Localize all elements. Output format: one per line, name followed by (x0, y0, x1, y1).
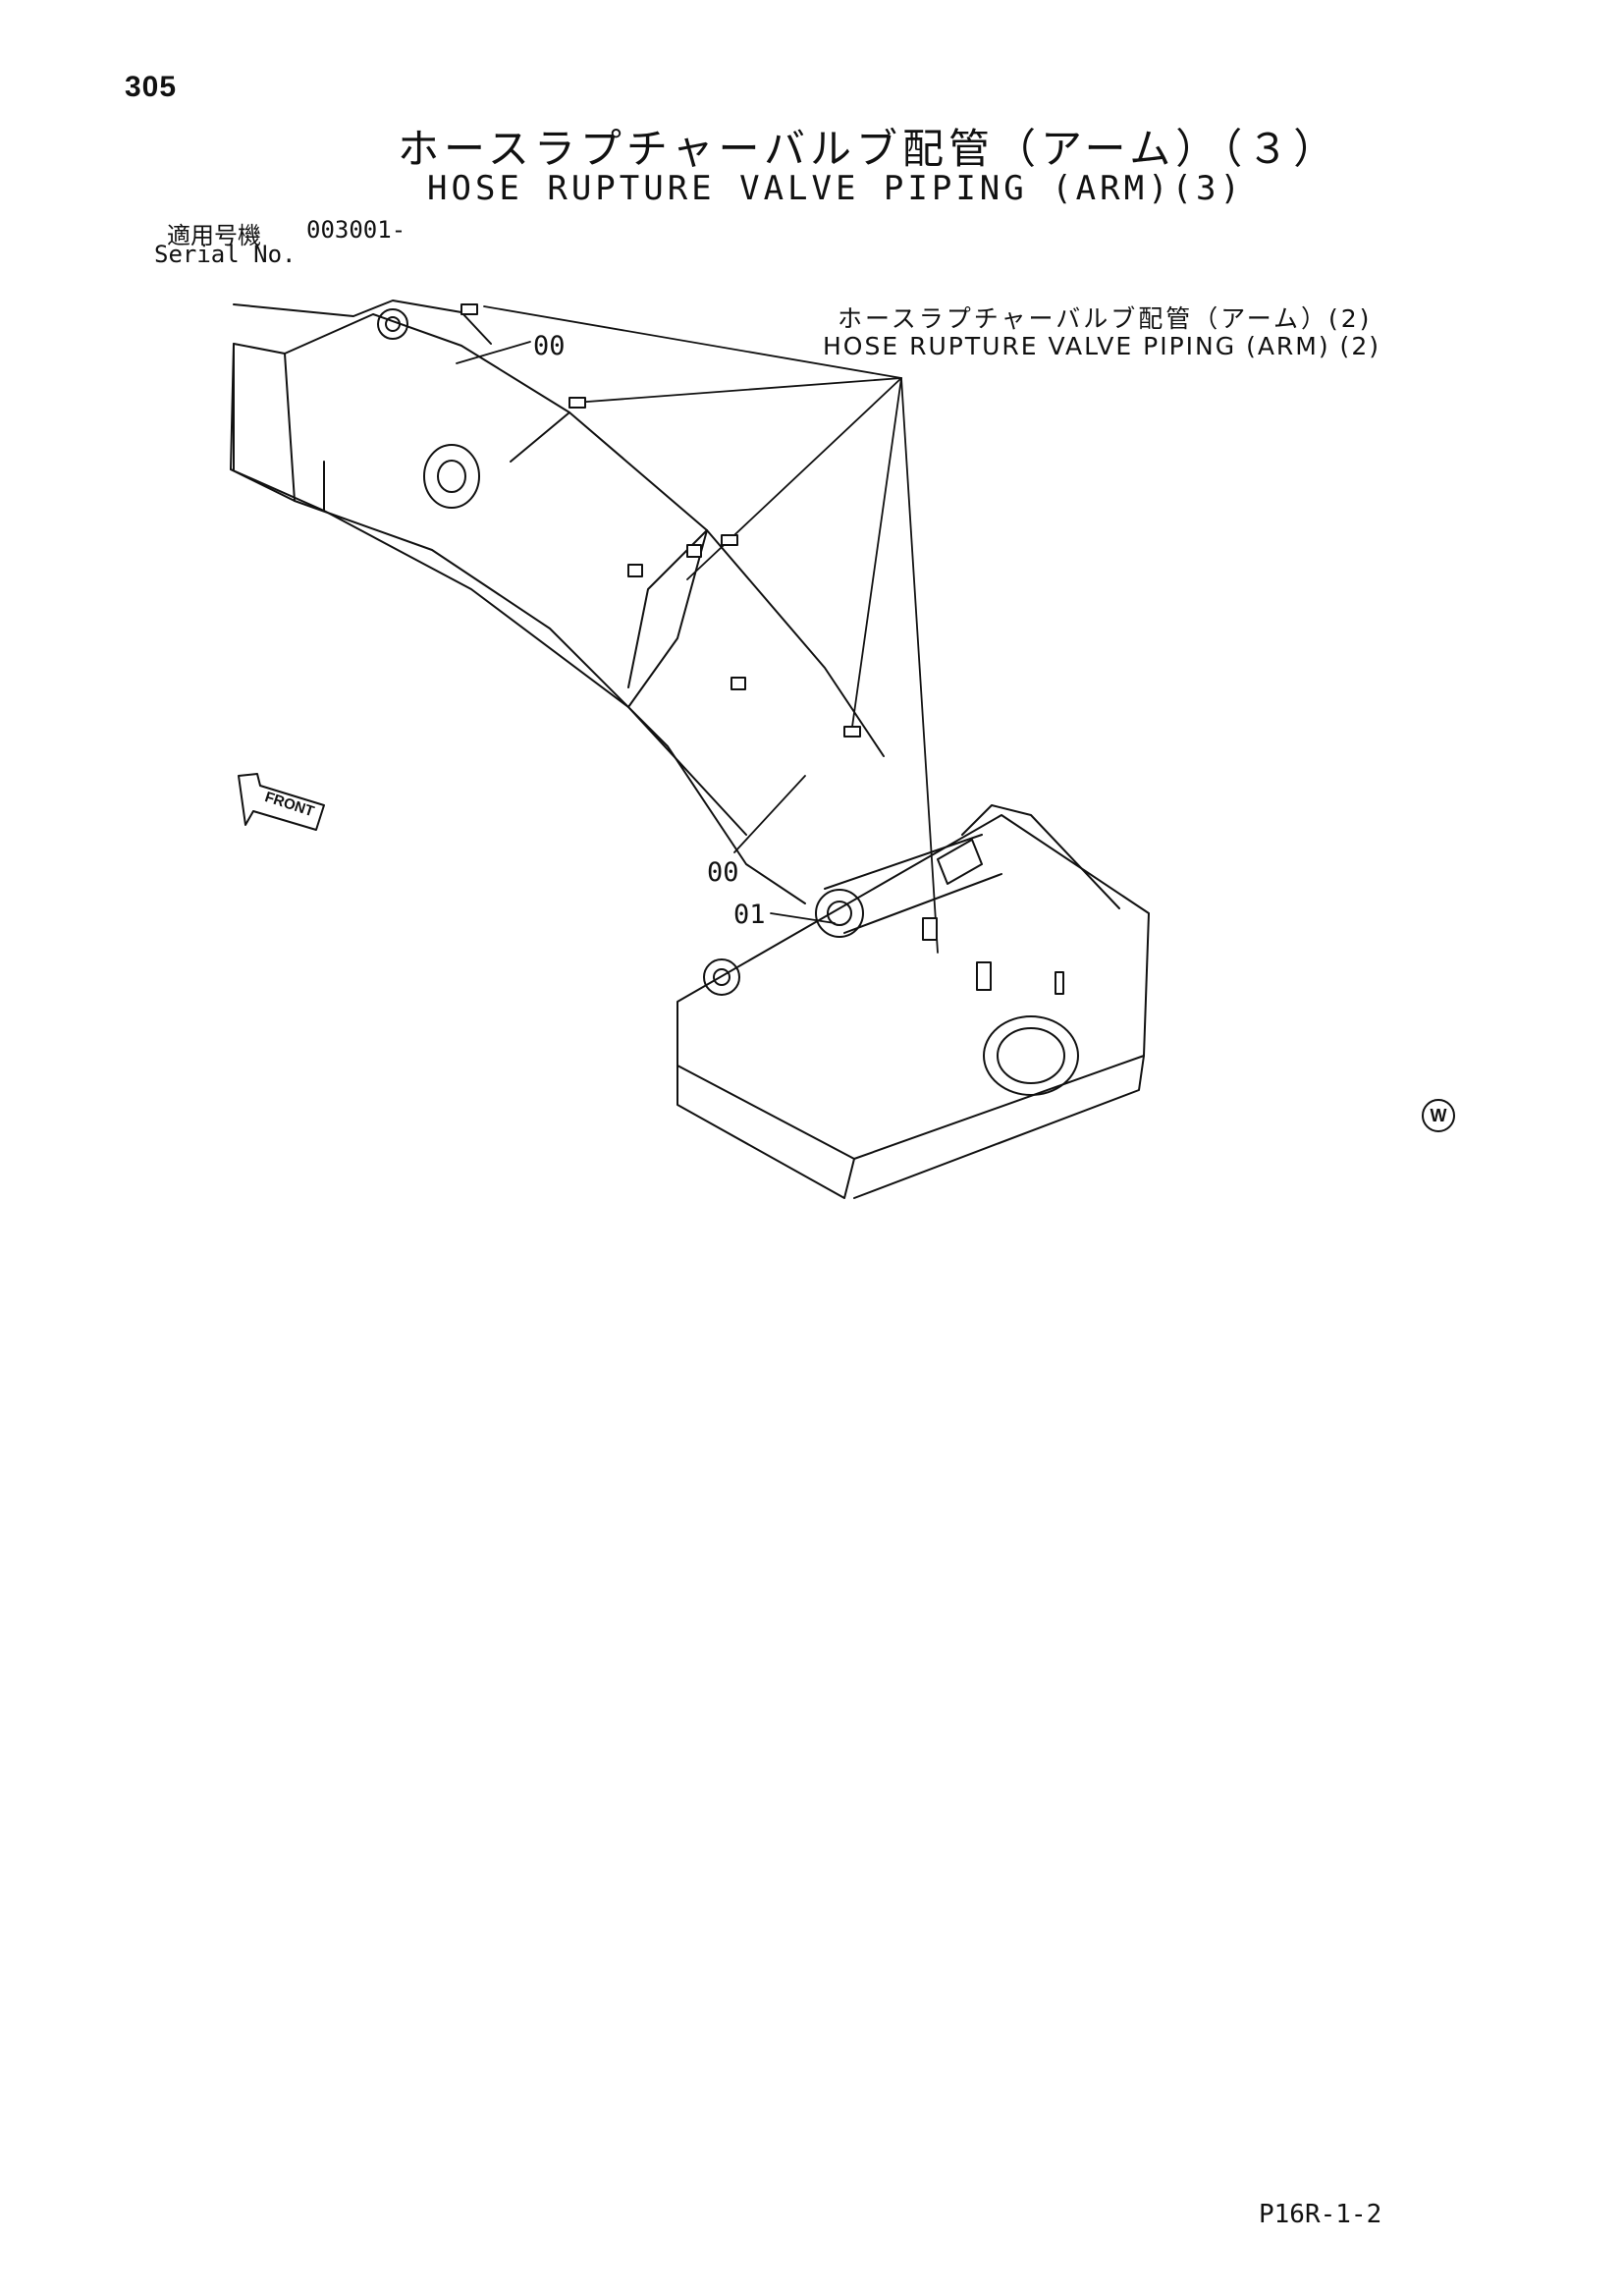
front-arrow-icon (238, 773, 325, 831)
callout-part-00-lower: 00 (707, 857, 739, 888)
page-code: P16R-1-2 (1259, 2200, 1382, 2229)
page-title-english: HOSE RUPTURE VALVE PIPING (ARM)(3) (427, 169, 1244, 208)
reference-label-japanese: ホースラプチャーバルブ配管（アーム）(2) (838, 304, 1373, 333)
serial-value: 003001- (306, 216, 406, 244)
reference-leaders (483, 305, 939, 954)
boom-eye (377, 308, 480, 509)
reference-label-english: HOSE RUPTURE VALVE PIPING (ARM) (2) (823, 332, 1380, 360)
page-number: 305 (125, 71, 178, 103)
base-frame (676, 804, 1150, 1199)
clamp-fittings (460, 303, 1064, 995)
callout-part-00-top: 00 (533, 331, 566, 361)
page-title-japanese: ホースラプチャーバルブ配管（アーム）（３） (398, 125, 1340, 173)
w-mark-icon: W (1422, 1099, 1455, 1132)
serial-label-english: Serial No. (154, 241, 297, 268)
callout-leaders (456, 341, 836, 924)
serial-label-japanese: 適用号機 (167, 222, 261, 249)
callout-part-01: 01 (733, 900, 766, 930)
arm-outline (230, 300, 885, 904)
